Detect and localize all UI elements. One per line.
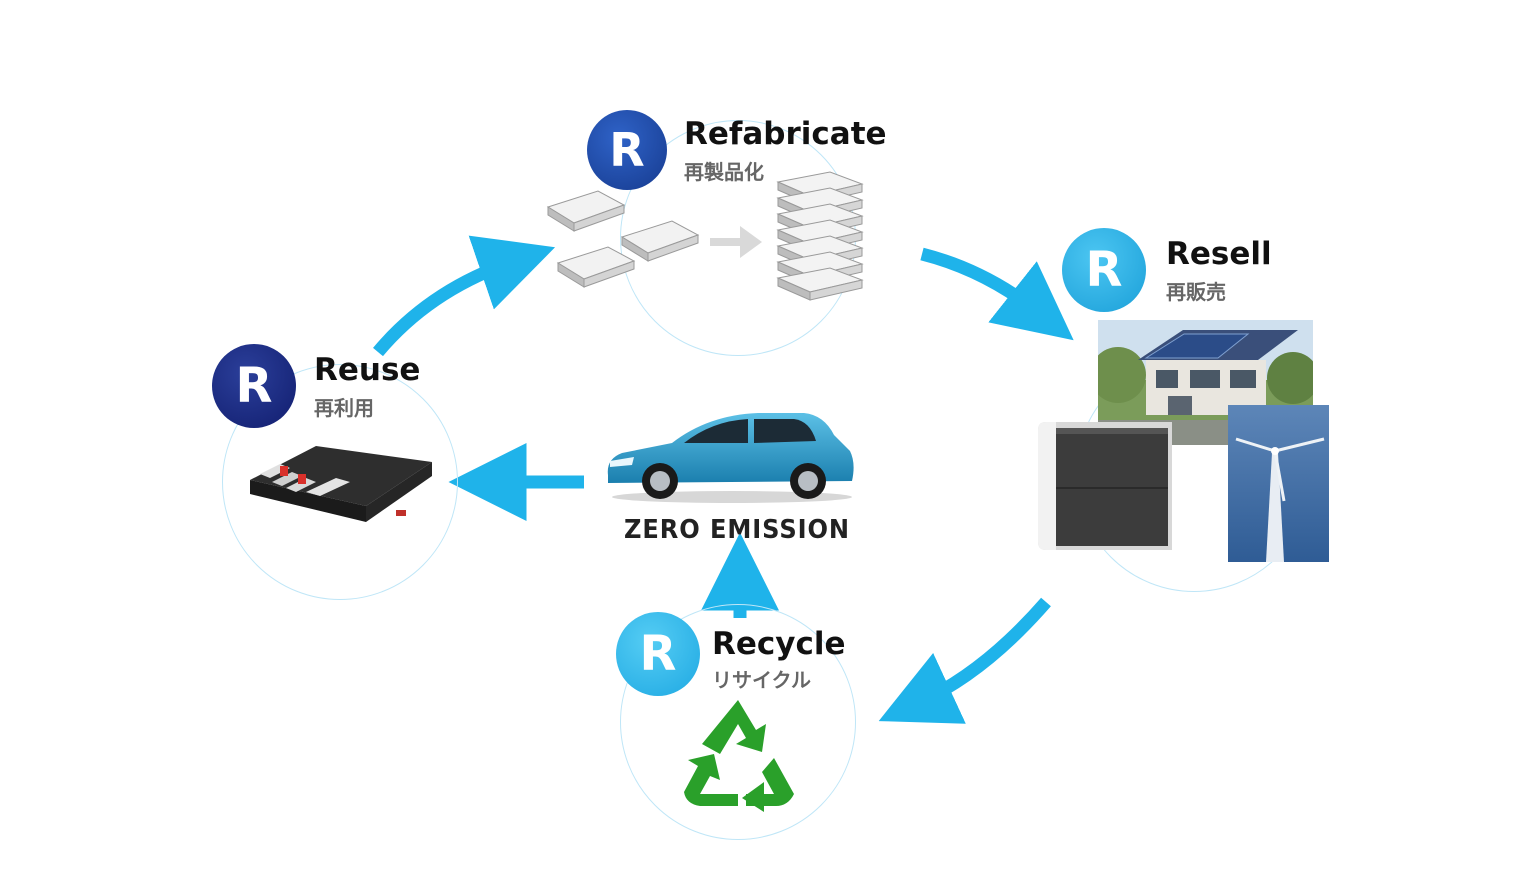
reuse-badge: R	[212, 344, 296, 428]
battery-module-icon	[546, 190, 700, 288]
wind-turbine-icon	[1228, 405, 1329, 562]
arrow-reuse-to-refabricate	[373, 235, 556, 357]
recycle-subtitle: リサイクル	[712, 668, 811, 692]
resell-title: Resell	[1166, 236, 1272, 272]
reuse-ring	[222, 364, 458, 600]
resell-subtitle: 再販売	[1166, 280, 1226, 304]
refabricate-title: Refabricate	[684, 116, 887, 152]
recycle-ring	[620, 604, 856, 840]
zero-emission-text: ZERO EMISSION	[624, 515, 850, 545]
arrow-refabricate-to-resell	[920, 247, 1074, 341]
resell-badge: R	[1062, 228, 1146, 312]
refabricate-subtitle: 再製品化	[684, 160, 764, 184]
battery-pack-icon	[250, 446, 432, 522]
arrow-resell-to-recycle	[878, 597, 1051, 724]
battery-stack-icon	[776, 171, 864, 301]
ev-car-icon	[607, 413, 854, 503]
recycle-icon	[684, 700, 794, 812]
recycle-title: Recycle	[712, 626, 846, 662]
reuse-subtitle: 再利用	[314, 396, 374, 420]
zero-emission-logo: ZERO EMISSION	[624, 515, 850, 545]
reuse-title: Reuse	[314, 352, 421, 388]
recycle-badge: R	[616, 612, 700, 696]
home-battery-icon	[1038, 422, 1172, 550]
refabricate-badge: R	[587, 110, 667, 190]
